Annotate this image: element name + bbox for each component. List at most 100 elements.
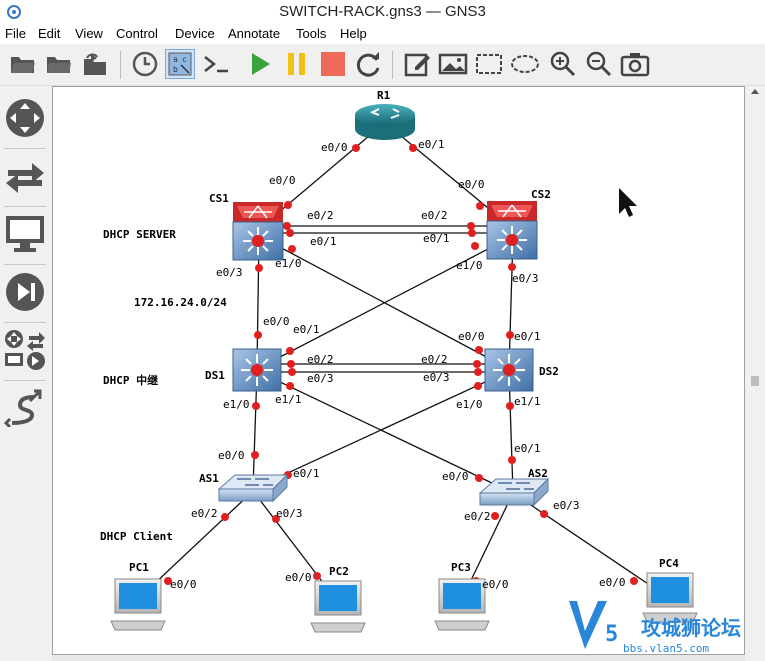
- stop-all-button[interactable]: [318, 49, 348, 79]
- port-label: e0/1: [514, 330, 541, 343]
- screenshot-button[interactable]: [620, 49, 650, 79]
- node-label-as1: AS1: [199, 472, 219, 485]
- node-label-cs1: CS1: [209, 192, 229, 205]
- folder-icon: [47, 57, 71, 73]
- scroll-up-icon[interactable]: [751, 89, 759, 94]
- insert-image-button[interactable]: [438, 49, 468, 79]
- switch-cs2[interactable]: [486, 201, 538, 260]
- browse-all-devices-button[interactable]: [3, 324, 47, 376]
- label-dhcp-server[interactable]: DHCP SERVER: [103, 228, 176, 241]
- port-label: e0/3: [307, 372, 334, 385]
- port-label: e0/3: [216, 266, 243, 279]
- link-as2-pc4[interactable]: [512, 492, 667, 597]
- menu-control[interactable]: Control: [116, 26, 158, 41]
- label-dhcp-client[interactable]: DHCP Client: [100, 530, 173, 543]
- menu-view[interactable]: View: [75, 26, 103, 41]
- add-link-button[interactable]: [3, 380, 47, 432]
- port-label: e0/0: [170, 578, 197, 591]
- gns3-app-icon: [7, 5, 21, 19]
- vertical-scrollbar[interactable]: [745, 86, 765, 655]
- browse-security-devices-button[interactable]: [3, 266, 47, 318]
- draw-ellipse-button[interactable]: [510, 49, 540, 79]
- draw-rectangle-button[interactable]: [474, 49, 504, 79]
- node-label-pc4: PC4: [659, 557, 679, 570]
- switch-as2[interactable]: [478, 477, 550, 507]
- toolbar-separator: [120, 51, 121, 79]
- title-bar: SWITCH-RACK.gns3 — GNS3: [0, 0, 765, 25]
- console-all-button[interactable]: [202, 49, 232, 79]
- watermark: 5 攻城狮论坛 bbs.vlan5.com: [569, 601, 741, 654]
- port-label: e1/0: [456, 398, 483, 411]
- port-label: e0/1: [418, 138, 445, 151]
- open-project-button[interactable]: [8, 49, 38, 79]
- port-label: e1/0: [456, 259, 483, 272]
- port-label: e0/3: [276, 507, 303, 520]
- add-note-button[interactable]: [402, 49, 432, 79]
- security-icon: [6, 273, 44, 311]
- switch-ds2[interactable]: [484, 348, 534, 392]
- pc-pc2[interactable]: [310, 580, 366, 633]
- browse-end-devices-button[interactable]: [3, 208, 47, 260]
- label-dhcp-relay[interactable]: DHCP 中继: [103, 373, 158, 387]
- link-ds2-as1[interactable]: [252, 370, 510, 490]
- screenshot-icon: [620, 53, 650, 77]
- horizontal-scrollbar[interactable]: [52, 655, 745, 661]
- port-label: e0/2: [307, 209, 334, 222]
- svg-text:a: a: [173, 55, 178, 64]
- pc-pc3[interactable]: [434, 578, 490, 631]
- port-label: e0/0: [458, 330, 485, 343]
- port-label: e0/0: [599, 576, 626, 589]
- mouse-cursor-icon: [619, 188, 637, 217]
- menu-help[interactable]: Help: [340, 26, 367, 41]
- start-all-button[interactable]: [245, 49, 275, 79]
- svg-text:c: c: [182, 55, 187, 64]
- port-label: e1/0: [275, 257, 302, 270]
- node-label-r1: R1: [377, 89, 391, 102]
- browse-switches-button[interactable]: [3, 150, 47, 202]
- port-label: e1/1: [514, 395, 541, 408]
- link-ds1-as2[interactable]: [256, 370, 514, 494]
- node-label-pc3: PC3: [451, 561, 471, 574]
- browse-routers-button[interactable]: [3, 92, 47, 144]
- pc-pc1[interactable]: [110, 578, 166, 631]
- zoom-in-button[interactable]: [548, 49, 578, 79]
- switch-cs1[interactable]: [232, 202, 284, 261]
- menu-device[interactable]: Device: [175, 26, 215, 41]
- link-cs2-ds1[interactable]: [256, 235, 514, 370]
- menu-edit[interactable]: Edit: [38, 26, 61, 41]
- pause-all-button[interactable]: [282, 49, 312, 79]
- switch-as1[interactable]: [217, 473, 289, 503]
- watermark-digit: 5: [605, 622, 618, 647]
- port-label: e0/0: [442, 470, 469, 483]
- port-label: e0/2: [421, 353, 448, 366]
- label-subnet[interactable]: 172.16.24.0/24: [134, 296, 227, 309]
- port-label: e0/0: [285, 571, 312, 584]
- node-label-pc2: PC2: [329, 565, 349, 578]
- zoom-out-icon: [586, 51, 612, 77]
- reload-all-button[interactable]: [354, 49, 384, 79]
- scroll-thumb[interactable]: [751, 376, 759, 386]
- all-devices-icon: [5, 330, 45, 370]
- node-label-as2: AS2: [528, 467, 548, 480]
- node-label-ds1: DS1: [205, 369, 225, 382]
- menu-annotate[interactable]: Annotate: [228, 26, 281, 41]
- node-label-ds2: DS2: [539, 365, 559, 378]
- port-label: e0/1: [293, 467, 320, 480]
- pause-icon: [288, 53, 305, 75]
- menu-file[interactable]: File: [5, 26, 26, 41]
- topology-canvas[interactable]: DHCP SERVER 172.16.24.0/24 DHCP 中继 DHCP …: [52, 86, 745, 655]
- toolbar-separator: [392, 51, 393, 79]
- port-label: e0/3: [553, 499, 580, 512]
- snapshot-button[interactable]: [130, 49, 160, 79]
- zoom-out-button[interactable]: [584, 49, 614, 79]
- recent-projects-button[interactable]: [80, 49, 110, 79]
- note-icon: [404, 53, 430, 77]
- zoom-in-icon: [550, 51, 576, 77]
- switch-ds1[interactable]: [232, 348, 282, 392]
- pc-pc4[interactable]: [642, 572, 698, 623]
- router-r1[interactable]: [355, 104, 415, 140]
- port-label: e0/0: [269, 174, 296, 187]
- save-project-button[interactable]: [44, 49, 74, 79]
- menu-tools[interactable]: Tools: [296, 26, 327, 41]
